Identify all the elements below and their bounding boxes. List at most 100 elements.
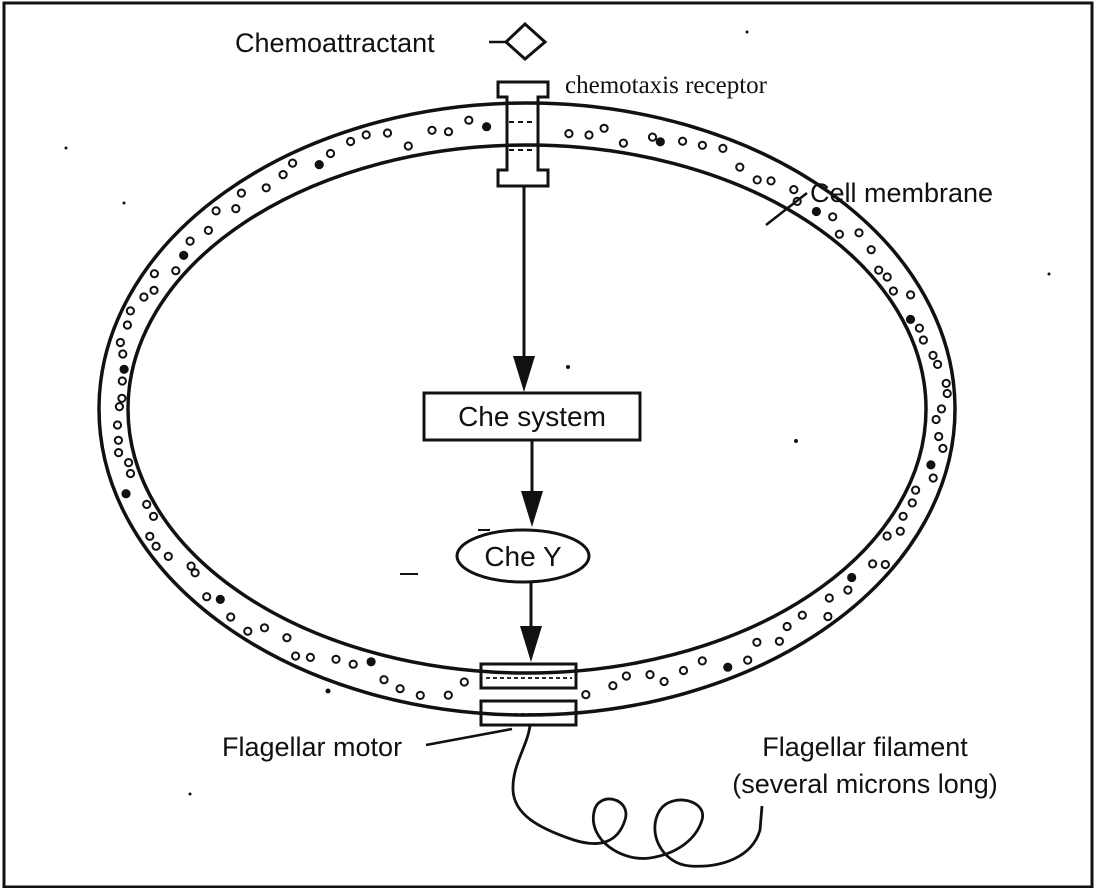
membrane-dot	[261, 624, 268, 631]
speck	[123, 202, 126, 205]
che-y-label: Che Y	[484, 541, 562, 572]
membrane-leader-line	[766, 193, 807, 225]
membrane-dot	[289, 160, 296, 167]
membrane-dot	[172, 267, 179, 274]
speck	[566, 365, 570, 369]
membrane-dot	[117, 339, 124, 346]
membrane-dot	[384, 129, 391, 136]
membrane-dot	[620, 140, 627, 147]
membrane-dot	[238, 190, 245, 197]
membrane-dot	[939, 445, 946, 452]
membrane-dot	[744, 657, 751, 664]
membrane-dot	[122, 490, 129, 497]
membrane-dot	[855, 229, 862, 236]
membrane-dot	[118, 395, 125, 402]
membrane-dot	[350, 661, 357, 668]
membrane-dot	[907, 316, 914, 323]
membrane-dot	[929, 352, 936, 359]
membrane-dot	[363, 131, 370, 138]
membrane-dot	[280, 171, 287, 178]
membrane-dot	[115, 449, 122, 456]
membrane-dot	[213, 207, 220, 214]
membrane-dot	[776, 638, 783, 645]
membrane-dot	[292, 652, 299, 659]
membrane-dot	[316, 161, 323, 168]
membrane-dot	[646, 671, 653, 678]
membrane-dot	[944, 390, 951, 397]
membrane-dot	[151, 270, 158, 277]
chemoattractant-label: Chemoattractant	[235, 28, 435, 58]
motor-upper-ring	[481, 664, 576, 688]
membrane-dot	[790, 186, 797, 193]
membrane-dot	[623, 672, 630, 679]
chemoattractant-molecule-icon	[506, 24, 545, 59]
flagellar-filament	[513, 725, 762, 866]
membrane-dot	[327, 150, 334, 157]
membrane-dot	[232, 205, 239, 212]
membrane-dot	[116, 403, 123, 410]
membrane-dot	[119, 350, 126, 357]
membrane-dot	[124, 321, 131, 328]
filament-label-line2: (several microns long)	[732, 769, 998, 799]
speck	[794, 439, 798, 443]
membrane-dot	[405, 142, 412, 149]
speck	[65, 147, 68, 150]
membrane-dot	[884, 532, 891, 539]
membrane-dot	[445, 692, 452, 699]
membrane-dot	[187, 238, 194, 245]
membrane-dot	[143, 501, 150, 508]
membrane-dot	[884, 273, 891, 280]
membrane-dot	[826, 594, 833, 601]
membrane-dot	[332, 656, 339, 663]
membrane-dot	[848, 574, 855, 581]
speck	[189, 793, 192, 796]
membrane-dot	[263, 184, 270, 191]
membrane-dot	[119, 377, 126, 384]
membrane-dot	[153, 543, 160, 550]
membrane-dot	[699, 142, 706, 149]
membrane-dot	[912, 487, 919, 494]
speck	[746, 31, 749, 34]
membrane-dot	[127, 307, 134, 314]
membrane-dot	[203, 593, 210, 600]
membrane-dot	[585, 131, 592, 138]
membrane-dot	[784, 623, 791, 630]
membrane-dot	[582, 691, 589, 698]
membrane-dot	[649, 134, 656, 141]
membrane-dot	[829, 213, 836, 220]
membrane-dot	[869, 560, 876, 567]
membrane-dot	[121, 366, 128, 373]
signal-arrow-3-head	[520, 626, 542, 662]
membrane-dot	[461, 678, 468, 685]
speck	[326, 689, 331, 694]
membrane-dot	[736, 164, 743, 171]
membrane-dot	[799, 612, 806, 619]
signal-arrow-1-head	[513, 356, 535, 392]
membrane-dot	[930, 474, 937, 481]
membrane-dot	[909, 499, 916, 506]
membrane-dot	[824, 613, 831, 620]
membrane-dot	[180, 252, 187, 259]
membrane-dot	[844, 586, 851, 593]
membrane-dot	[767, 177, 774, 184]
membrane-dot	[140, 293, 147, 300]
che-system-label: Che system	[458, 401, 606, 432]
membrane-dot	[938, 405, 945, 412]
membrane-dot	[907, 291, 914, 298]
membrane-dot	[146, 533, 153, 540]
membrane-dot	[661, 678, 668, 685]
motor-leader-line	[426, 729, 512, 745]
membrane-dot	[397, 685, 404, 692]
membrane-dot	[565, 130, 572, 137]
membrane-dot	[754, 176, 761, 183]
signal-arrow-2-head	[521, 491, 543, 527]
membrane-dot	[813, 208, 820, 215]
membrane-dot	[900, 513, 907, 520]
membrane-dot	[657, 138, 664, 145]
membrane-dot	[127, 470, 134, 477]
membrane-dot	[679, 138, 686, 145]
membrane-label: Cell membrane	[810, 178, 993, 208]
membrane-dot	[943, 380, 950, 387]
membrane-dot	[890, 287, 897, 294]
membrane-dot	[920, 336, 927, 343]
